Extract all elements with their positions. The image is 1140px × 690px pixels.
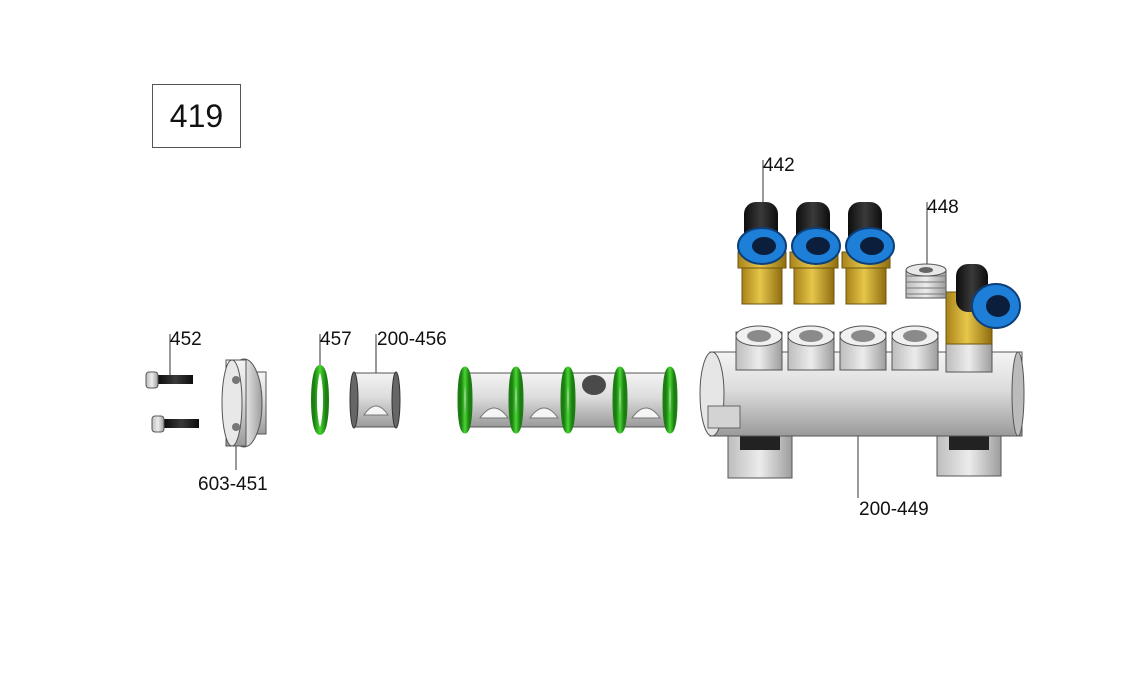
callout-448: 448 [927,197,959,218]
screw-452-lower [151,415,199,433]
screw-452-upper [145,371,193,389]
elbow-fitting-442-3 [841,202,895,305]
callout-457: 457 [320,329,352,350]
callout-200-456: 200-456 [377,329,447,350]
elbow-fitting-442-2 [789,202,841,305]
plug-448 [905,263,947,299]
callout-200-449: 200-449 [859,499,929,520]
sleeve-200-456 [349,371,401,429]
end-cap-603-451 [221,358,267,448]
elbow-fitting-442-1 [737,202,787,305]
callout-452: 452 [170,329,202,350]
spool-assembly [457,366,678,434]
manifold-body-200-449 [699,325,1025,479]
callout-603-451: 603-451 [198,474,268,495]
assembly-number-box: 419 [152,84,241,148]
elbow-fitting-442-installed [945,264,1021,345]
oring-457 [311,365,329,435]
assembly-number: 419 [169,97,224,134]
callout-442: 442 [763,155,795,176]
